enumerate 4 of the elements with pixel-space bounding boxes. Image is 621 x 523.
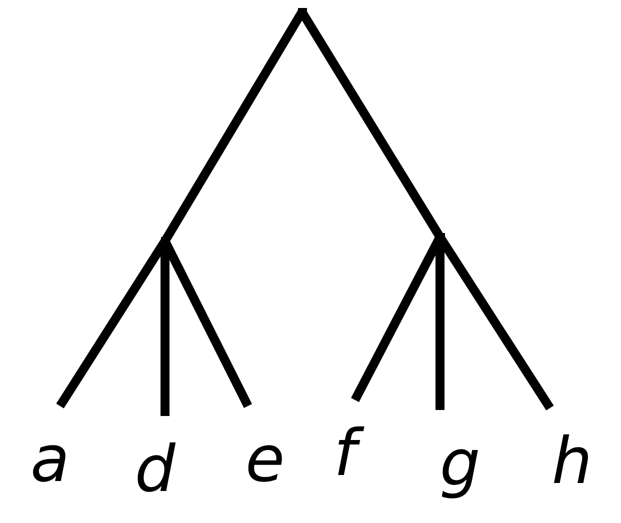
leaf-label: a [5,406,95,514]
leaf-label: h [527,408,617,516]
leaf-label: d [110,416,200,523]
leaf-label: g [415,410,505,518]
